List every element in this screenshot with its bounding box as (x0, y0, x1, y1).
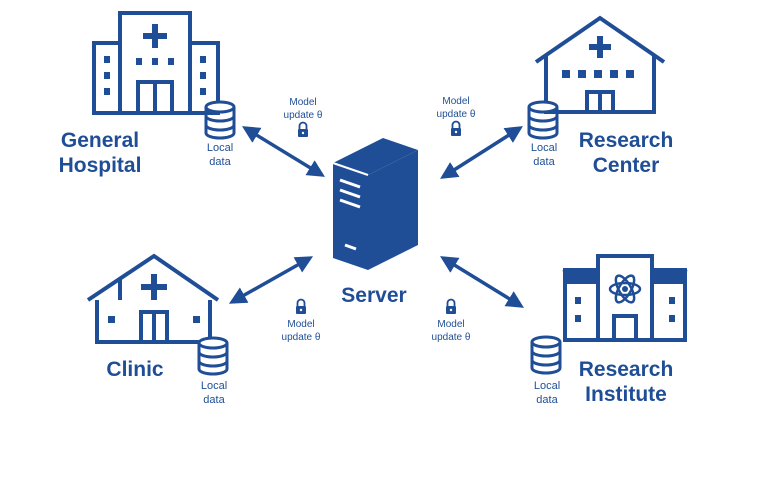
lock-icon (450, 120, 462, 137)
clinic-house-icon (86, 253, 220, 344)
clinic-name: Clinic (90, 357, 180, 382)
local-data-line1: Local (206, 142, 234, 154)
lock-icon (445, 298, 457, 315)
server-label: Server (341, 284, 407, 307)
research-institute-local-data: Local data (522, 379, 572, 407)
lock-icon (297, 121, 309, 138)
model-update-line2: update θ (281, 332, 321, 343)
clinic-name-line1: Clinic (106, 358, 164, 381)
hospital-building-icon (92, 11, 220, 115)
server-tower-icon (332, 138, 418, 270)
arrow-general-hospital-server (242, 126, 325, 177)
database-icon (204, 100, 236, 140)
research-institute-name: Research Institute (574, 357, 678, 407)
arrow-clinic-server (228, 256, 314, 304)
database-icon (527, 100, 559, 140)
model-update-line1: Model (442, 96, 470, 107)
local-data-line1: Local (200, 380, 228, 392)
general-hospital-local-data: Local data (195, 141, 245, 169)
research-institute-name-line1: Research (578, 358, 674, 381)
model-update-label-top-left: Model update θ (273, 96, 333, 122)
model-update-line2: update θ (431, 332, 471, 343)
local-data-line2: data (203, 394, 225, 406)
local-data-line2: data (209, 156, 231, 168)
model-update-line2: update θ (436, 109, 476, 120)
arrow-research-center-server (440, 126, 523, 179)
local-data-line2: data (533, 156, 555, 168)
model-update-line1: Model (287, 319, 315, 330)
general-hospital-name-line1: General (60, 129, 140, 152)
arrow-research-institute-server (440, 256, 524, 308)
model-update-label-bottom-right: Model update θ (421, 318, 481, 344)
general-hospital-name-line2: Hospital (58, 154, 142, 177)
model-update-line2: update θ (283, 110, 323, 121)
model-update-line1: Model (437, 319, 465, 330)
research-center-local-data: Local data (519, 141, 569, 169)
research-center-name-line1: Research (578, 129, 674, 152)
research-center-building-icon (534, 15, 666, 114)
model-update-label-top-right: Model update θ (426, 95, 486, 121)
model-update-label-bottom-left: Model update θ (271, 318, 331, 344)
local-data-line1: Local (533, 380, 561, 392)
research-institute-name-line2: Institute (585, 383, 667, 406)
clinic-local-data: Local data (189, 379, 239, 407)
arrows (228, 126, 524, 308)
database-icon (530, 335, 562, 375)
research-center-name-line2: Center (592, 154, 660, 177)
model-update-line1: Model (289, 97, 317, 108)
lock-icon (295, 298, 307, 315)
research-institute-atom-icon (562, 254, 688, 342)
general-hospital-name: General Hospital (50, 128, 150, 178)
local-data-line1: Local (530, 142, 558, 154)
database-icon (197, 336, 229, 376)
research-center-name: Research Center (574, 128, 678, 178)
local-data-line2: data (536, 394, 558, 406)
